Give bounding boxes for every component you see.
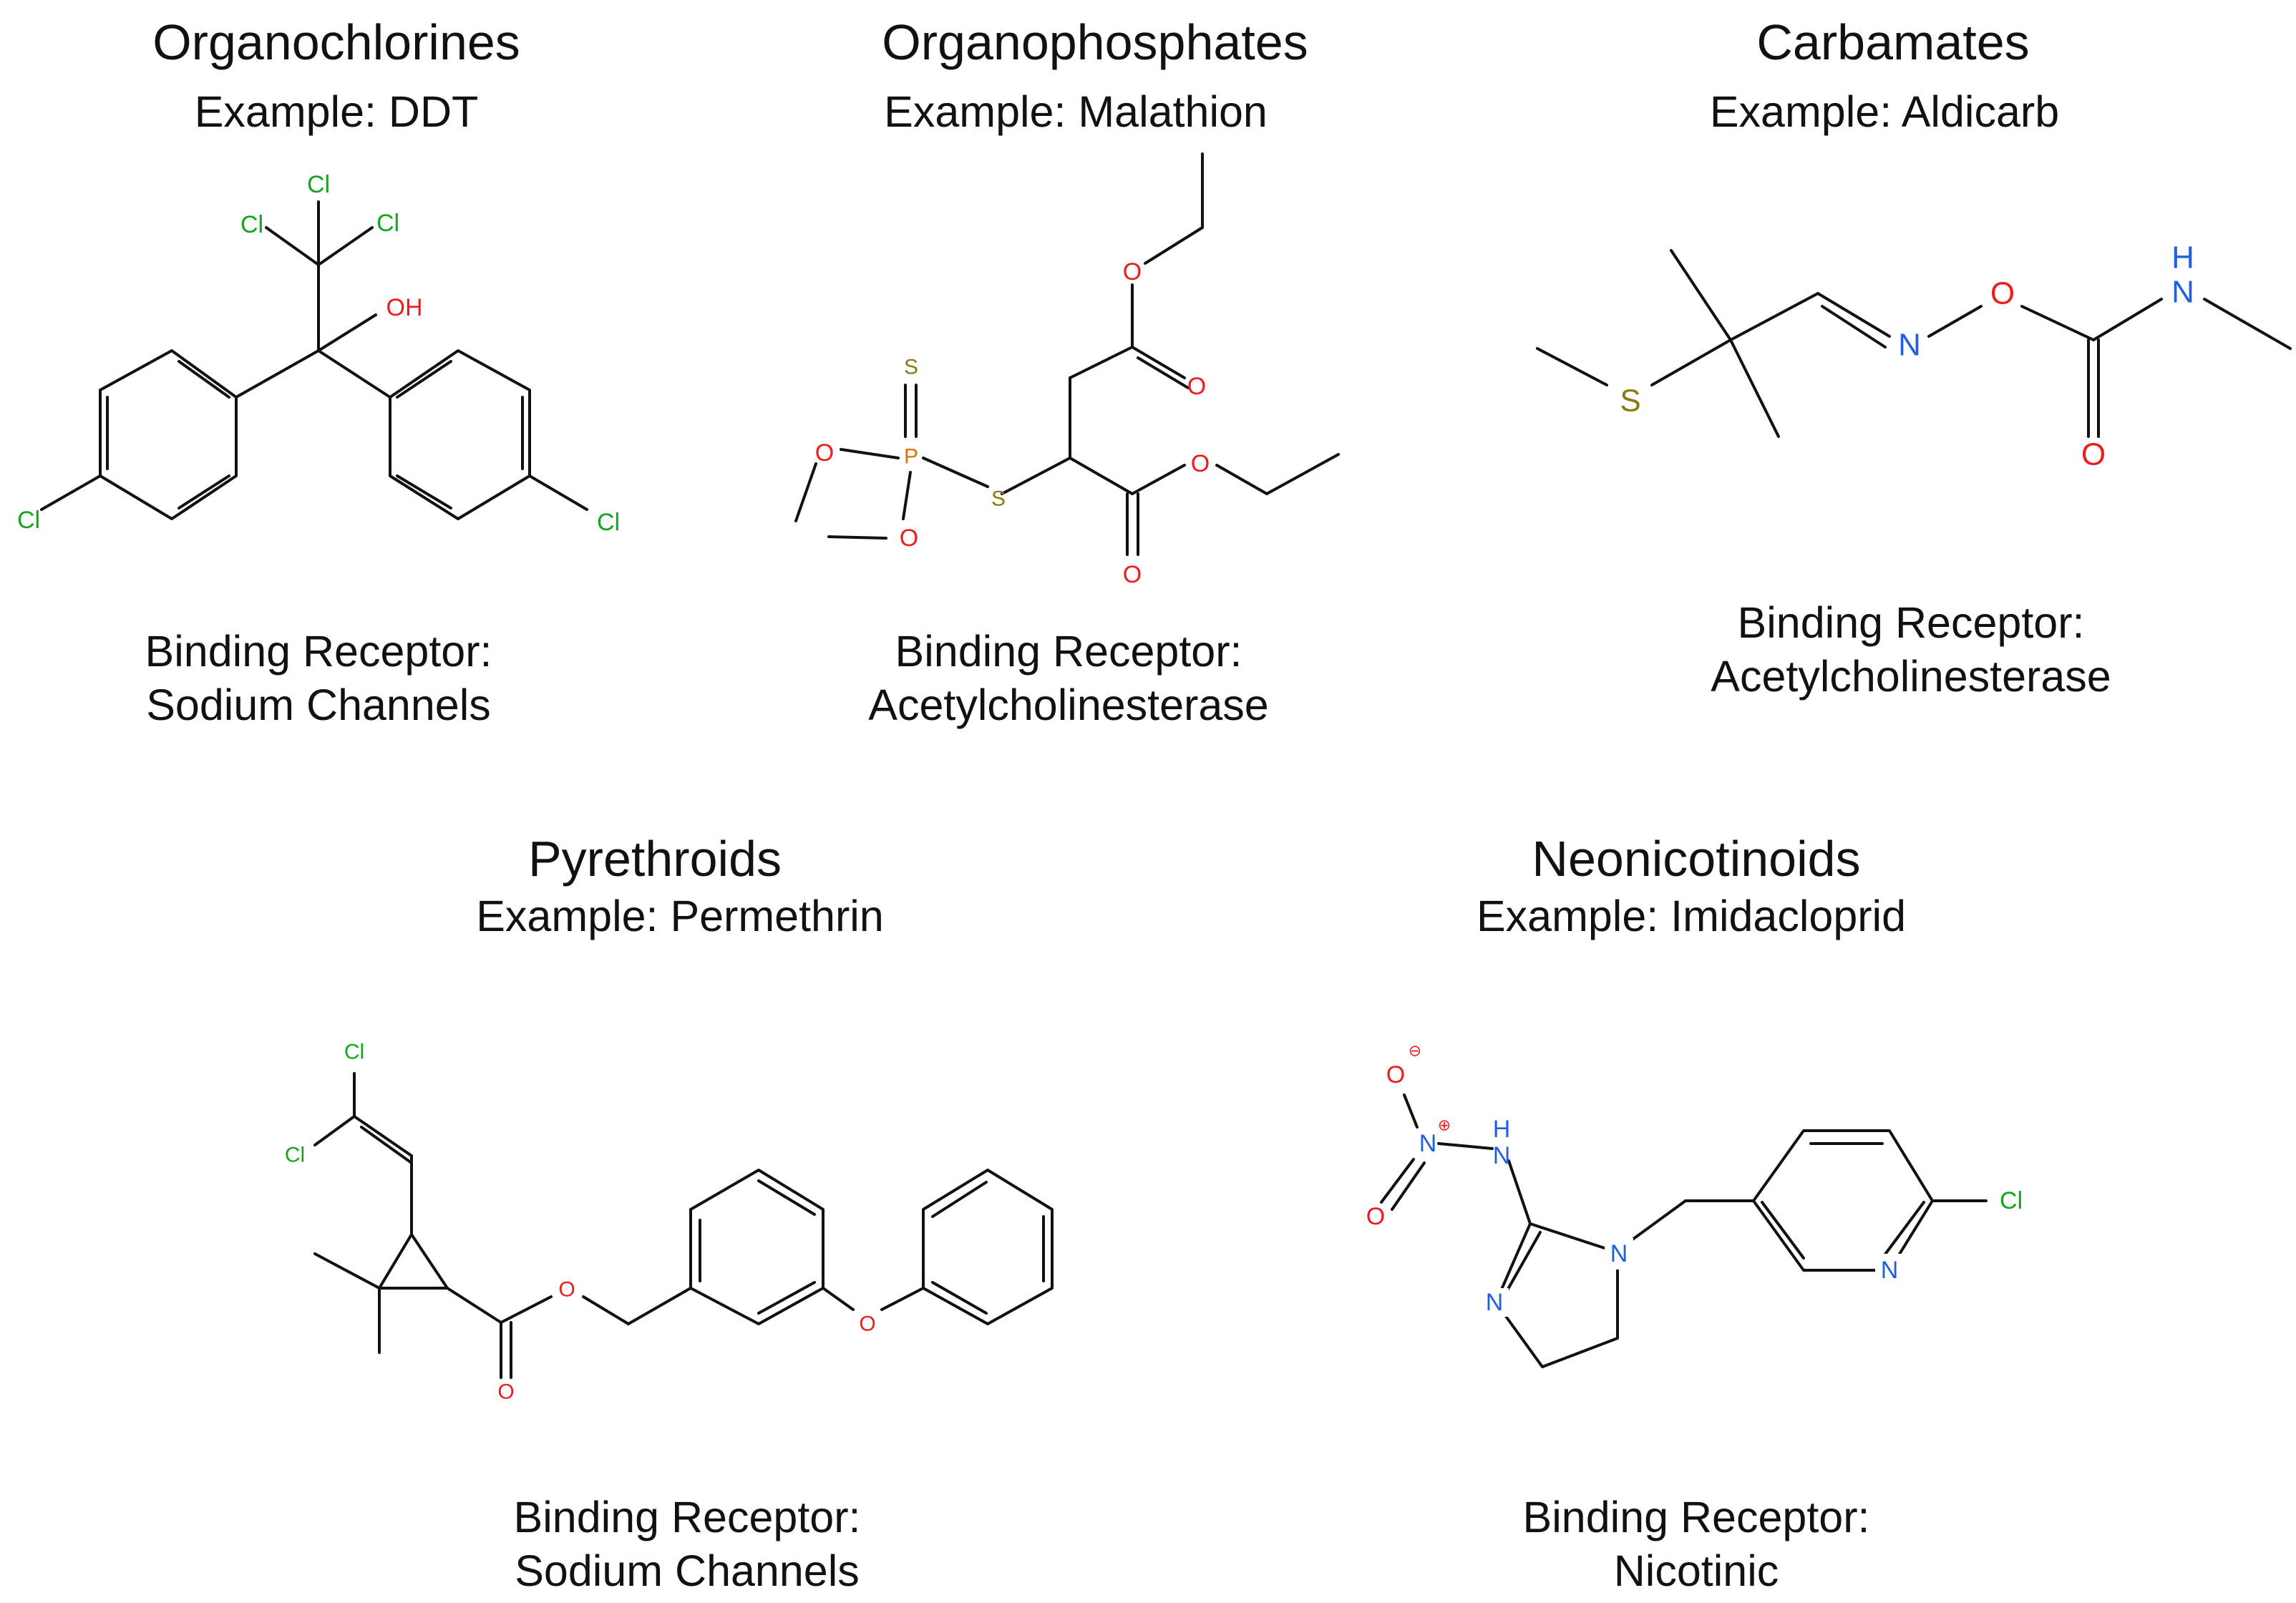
atom-o: O bbox=[1187, 373, 1206, 400]
atom-o: O bbox=[2081, 437, 2106, 472]
atom-n: N bbox=[1881, 1257, 1899, 1284]
receptor-organochlorines: Sodium Channels bbox=[146, 681, 491, 729]
atom-n: N bbox=[1610, 1240, 1628, 1267]
class-title-organophosphates: Organophosphates bbox=[882, 14, 1308, 70]
example-neonicotinoids: Example: Imidacloprid bbox=[1476, 892, 1907, 940]
atom-o: O bbox=[859, 1312, 875, 1336]
receptor-organophosphates: Acetylcholinesterase bbox=[868, 681, 1269, 729]
atom-o: O bbox=[815, 439, 834, 467]
receptor-label-neonicotinoids: Binding Receptor: bbox=[1522, 1493, 1870, 1541]
atom-cl: Cl bbox=[597, 509, 620, 536]
atom-n: N bbox=[1898, 328, 1921, 363]
receptor-pyrethroids: Sodium Channels bbox=[515, 1546, 860, 1595]
receptor-label-carbamates: Binding Receptor: bbox=[1737, 598, 2085, 647]
atom-n: N bbox=[2171, 275, 2194, 310]
receptor-label-organochlorines: Binding Receptor: bbox=[145, 627, 492, 676]
atom-o: O bbox=[1123, 561, 1142, 588]
receptor-label-pyrethroids: Binding Receptor: bbox=[513, 1493, 861, 1541]
atom-o: O bbox=[558, 1278, 575, 1302]
atom-cl: Cl bbox=[285, 1144, 305, 1167]
plus-charge-icon: ⊕ bbox=[1438, 1116, 1451, 1134]
atom-p: P bbox=[904, 445, 918, 469]
atom-h: H bbox=[1493, 1116, 1511, 1143]
atom-cl: Cl bbox=[376, 210, 399, 237]
atom-n: N bbox=[1486, 1289, 1504, 1316]
receptor-label-organophosphates: Binding Receptor: bbox=[895, 627, 1242, 676]
atom-o: O bbox=[900, 525, 918, 552]
atom-o: O bbox=[1990, 276, 2015, 311]
atom-n: N bbox=[1419, 1130, 1437, 1157]
example-carbamates: Example: Aldicarb bbox=[1709, 87, 2060, 136]
atom-o: O bbox=[1386, 1061, 1405, 1088]
receptor-carbamates: Acetylcholinesterase bbox=[1711, 652, 2111, 701]
class-title-organochlorines: Organochlorines bbox=[152, 14, 520, 70]
atom-s: S bbox=[1620, 384, 1640, 419]
example-pyrethroids: Example: Permethrin bbox=[476, 892, 884, 940]
atom-cl: Cl bbox=[240, 211, 263, 238]
atom-cl: Cl bbox=[2000, 1187, 2023, 1214]
atom-cl: Cl bbox=[344, 1041, 364, 1064]
atom-n: N bbox=[1493, 1142, 1511, 1169]
atom-cl: Cl bbox=[17, 507, 40, 534]
atom-o: O bbox=[1366, 1203, 1385, 1230]
example-organochlorines: Example: DDT bbox=[194, 87, 479, 136]
minus-charge-icon: ⊖ bbox=[1409, 1042, 1421, 1060]
class-title-neonicotinoids: Neonicotinoids bbox=[1532, 831, 1861, 887]
atom-h: H bbox=[2171, 240, 2194, 276]
atom-s: S bbox=[991, 487, 1006, 511]
atom-o: O bbox=[497, 1380, 514, 1404]
atom-s: S bbox=[904, 356, 918, 379]
atom-oh: OH bbox=[386, 294, 423, 321]
atom-cl: Cl bbox=[307, 171, 330, 198]
class-title-pyrethroids: Pyrethroids bbox=[527, 831, 782, 887]
example-organophosphates: Example: Malathion bbox=[884, 87, 1268, 136]
class-title-carbamates: Carbamates bbox=[1756, 14, 2030, 70]
receptor-neonicotinoids: Nicotinic bbox=[1613, 1546, 1779, 1595]
atom-o: O bbox=[1191, 450, 1210, 477]
atom-o: O bbox=[1123, 258, 1142, 286]
